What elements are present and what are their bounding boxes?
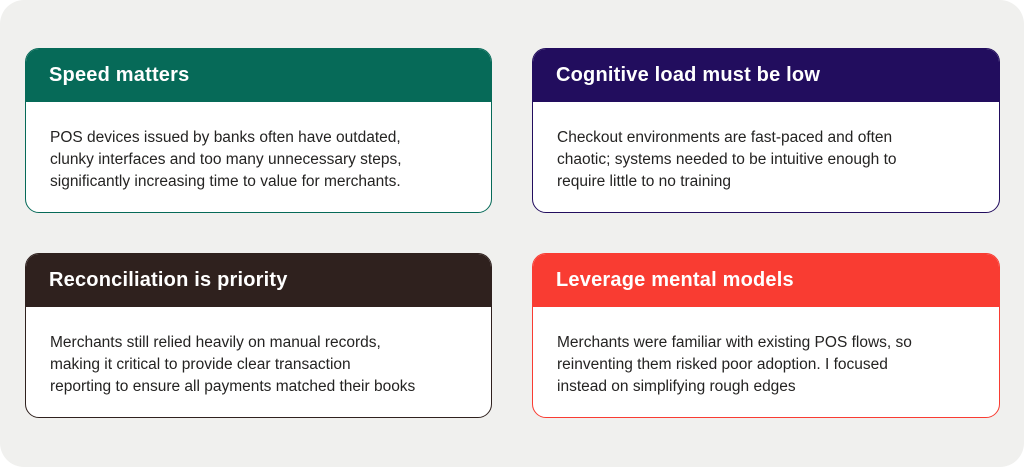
- card-header: Leverage mental models: [533, 254, 999, 307]
- card-header: Reconciliation is priority: [26, 254, 491, 307]
- card-body: Checkout environments are fast-paced and…: [533, 102, 999, 193]
- card-body-text: Merchants were familiar with existing PO…: [557, 334, 912, 395]
- card-body: Merchants still relied heavily on manual…: [26, 307, 491, 398]
- card-body-text: POS devices issued by banks often have o…: [50, 129, 402, 190]
- card-body-text: Merchants still relied heavily on manual…: [50, 334, 416, 395]
- insight-card-reconciliation: Reconciliation is priority Merchants sti…: [25, 253, 492, 418]
- card-body: Merchants were familiar with existing PO…: [533, 307, 999, 398]
- card-title: Reconciliation is priority: [49, 268, 288, 291]
- card-title: Cognitive load must be low: [556, 63, 821, 86]
- card-title: Leverage mental models: [556, 268, 794, 291]
- card-body: POS devices issued by banks often have o…: [26, 102, 491, 193]
- card-header: Cognitive load must be low: [533, 49, 999, 102]
- insight-card-speed-matters: Speed matters POS devices issued by bank…: [25, 48, 492, 213]
- insight-card-cognitive-load: Cognitive load must be low Checkout envi…: [532, 48, 1000, 213]
- card-title: Speed matters: [49, 63, 190, 86]
- card-body-text: Checkout environments are fast-paced and…: [557, 129, 897, 190]
- insight-card-leverage-mental-models: Leverage mental models Merchants were fa…: [532, 253, 1000, 418]
- card-header: Speed matters: [26, 49, 491, 102]
